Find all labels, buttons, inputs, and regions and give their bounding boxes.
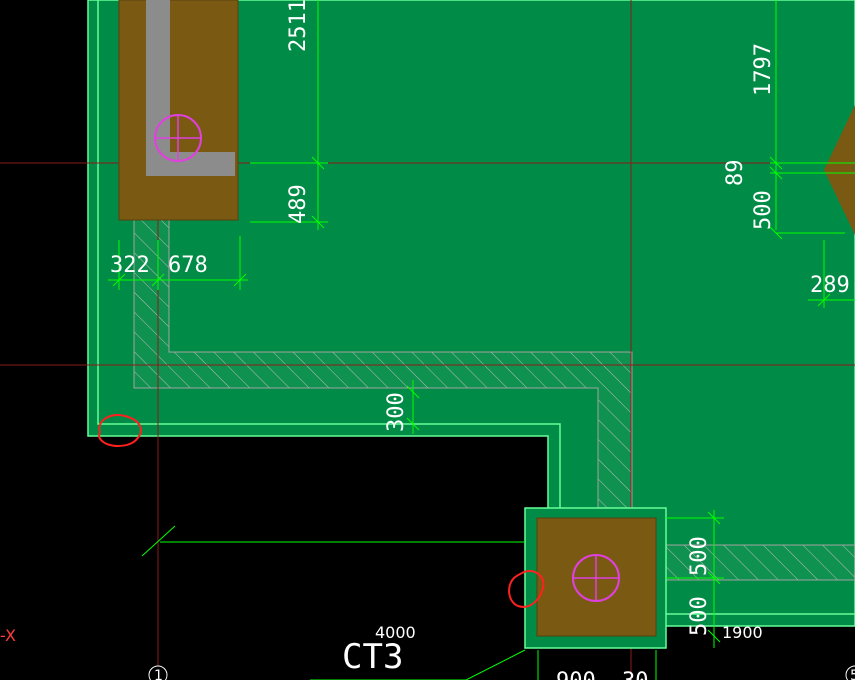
dim-678: 678 (168, 253, 208, 278)
grid-bubble-5-label: 5 (850, 668, 855, 680)
beam-hatch-band (133, 194, 855, 581)
dim-89: 89 (723, 160, 748, 187)
dim-30: 30 (622, 669, 649, 680)
dim-489: 489 (286, 184, 311, 224)
dim-1797: 1797 (751, 43, 776, 96)
red-cloud-markup-2-icon[interactable] (508, 570, 545, 608)
dim-500-right: 500 (751, 190, 776, 230)
dim-300: 300 (384, 392, 409, 432)
pile-cap-tag: CT3 (342, 637, 403, 677)
dim-1900: 1900 (722, 623, 763, 642)
dim-4000: 4000 (375, 623, 416, 642)
pile-cap-right-wedge[interactable] (824, 105, 855, 235)
pile-marker-icon[interactable] (154, 114, 202, 162)
red-cloud-markup-icon[interactable] (98, 414, 142, 447)
axis-x-label: -X (0, 626, 16, 645)
dimension-lines (108, 0, 855, 680)
pile-cap-top-left[interactable] (118, 0, 239, 221)
dim-500-cap-top: 500 (687, 536, 712, 576)
beam-hatch-fill (134, 195, 855, 580)
dim-2511: 2511 (286, 0, 311, 52)
dim-322: 322 (110, 253, 150, 278)
dim-500-cap-bottom: 500 (687, 596, 712, 636)
dim-289: 289 (810, 273, 850, 298)
column-l-shape[interactable] (146, 0, 235, 176)
grid-bubble-1[interactable]: 1 (148, 665, 168, 680)
grid-bubble-5[interactable]: 5 (845, 665, 855, 680)
pile-marker-ct3-icon[interactable] (572, 554, 620, 602)
grid-bubble-1-label: 1 (154, 668, 163, 680)
dim-900: 900 (556, 669, 596, 680)
